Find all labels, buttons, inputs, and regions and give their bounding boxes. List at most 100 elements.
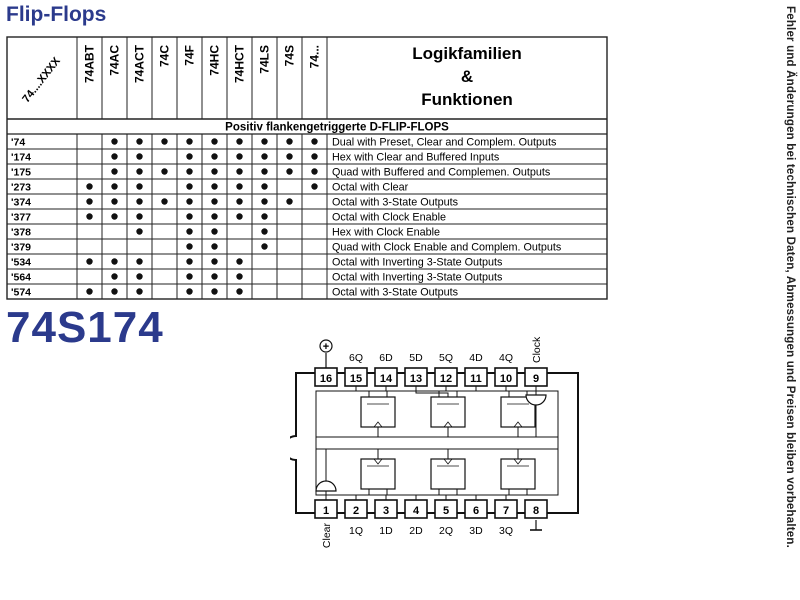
availability-dot (236, 258, 243, 265)
availability-dot (211, 243, 218, 250)
availability-dot (111, 213, 118, 220)
availability-dot (111, 183, 118, 190)
availability-dot (211, 183, 218, 190)
clock-wedge-icon (443, 458, 453, 465)
row-part-id: '564 (11, 272, 31, 284)
pin-number: 6 (473, 505, 479, 517)
availability-dot (311, 153, 318, 160)
availability-dot (186, 273, 193, 280)
pin-number: 4 (413, 505, 420, 517)
availability-dot (236, 288, 243, 295)
row-function: Octal with Inverting 3-State Outputs (332, 272, 503, 284)
clock-wedge-icon (513, 458, 523, 465)
family-column-label: 74LS (258, 45, 272, 74)
row-function: Octal with Clock Enable (332, 212, 446, 224)
availability-dot (136, 153, 143, 160)
pin-label: 5Q (439, 352, 453, 364)
availability-dot (286, 153, 293, 160)
availability-dot (236, 273, 243, 280)
availability-dot (211, 258, 218, 265)
availability-dot (236, 138, 243, 145)
availability-dot (311, 138, 318, 145)
availability-dot (111, 288, 118, 295)
row-part-id: '378 (11, 227, 31, 239)
family-column-label: 74ABT (83, 44, 97, 83)
signal-wire (316, 448, 327, 481)
signal-wire (415, 386, 449, 397)
availability-dot (161, 168, 168, 175)
header-title-line: Funktionen (421, 90, 513, 109)
row-function: Octal with Clear (332, 182, 409, 194)
availability-dot (136, 213, 143, 220)
availability-dot (136, 288, 143, 295)
row-part-id: '534 (11, 257, 31, 269)
vcc-circle (319, 339, 333, 353)
availability-dot (311, 168, 318, 175)
row-part-id: '574 (11, 287, 31, 299)
pin-label: Clock (531, 336, 543, 363)
clock-buffer-icon (525, 394, 547, 406)
pin-label: 3Q (499, 525, 513, 537)
family-column-label: 74C (158, 45, 172, 67)
availability-dot (211, 168, 218, 175)
family-column-label: 74AC (108, 45, 122, 76)
availability-dot (211, 138, 218, 145)
availability-dot (186, 198, 193, 205)
pin-label: 4Q (499, 352, 513, 364)
availability-dot (211, 153, 218, 160)
availability-dot (261, 153, 268, 160)
pin-number: 10 (500, 373, 512, 385)
row-function: Dual with Preset, Clear and Complem. Out… (332, 137, 557, 149)
row-part-id: '174 (11, 152, 31, 164)
availability-dot (111, 273, 118, 280)
disclaimer-note: Fehler und Änderungen bei technischen Da… (784, 6, 796, 548)
pin-number: 5 (443, 505, 449, 517)
signal-wire (385, 386, 388, 397)
availability-dot (86, 288, 93, 295)
signal-wire (505, 489, 528, 500)
availability-dot (261, 183, 268, 190)
family-column-label: 74HC (208, 45, 222, 76)
availability-dot (211, 228, 218, 235)
signal-wire (355, 489, 370, 500)
pin-number: 12 (440, 373, 452, 385)
vcc-symbol: + (323, 341, 329, 353)
availability-dot (186, 213, 193, 220)
part-number-heading: 74S174 (6, 303, 164, 352)
availability-dot (161, 138, 168, 145)
availability-dot (136, 198, 143, 205)
availability-dot (186, 288, 193, 295)
row-part-id: '374 (11, 197, 31, 209)
availability-dot (211, 288, 218, 295)
availability-dot (86, 213, 93, 220)
family-column-label: 74... (308, 45, 322, 68)
availability-dot (111, 168, 118, 175)
pin-box (524, 499, 548, 519)
row-function: Quad with Buffered and Complemen. Output… (332, 167, 551, 179)
pin-number: 2 (353, 505, 359, 517)
row-part-id: '379 (11, 242, 31, 254)
page-title: Flip-Flops (6, 3, 107, 26)
pin-number: 8 (533, 505, 539, 517)
table-frame (6, 36, 608, 300)
availability-dot (186, 153, 193, 160)
availability-dot (286, 168, 293, 175)
pin-label: Clear (321, 522, 333, 548)
family-column-label: 74F (183, 45, 197, 66)
availability-dot (186, 258, 193, 265)
availability-dot (136, 138, 143, 145)
ic-package-outline (290, 372, 579, 514)
row-function: Hex with Clear and Buffered Inputs (332, 152, 500, 164)
pin-number: 3 (383, 505, 389, 517)
pin-number: 16 (320, 373, 332, 385)
availability-dot (111, 153, 118, 160)
availability-dot (286, 138, 293, 145)
row-function: Hex with Clock Enable (332, 227, 440, 239)
row-function: Octal with 3-State Outputs (332, 197, 459, 209)
pin-number: 9 (533, 373, 539, 385)
pin-number: 15 (350, 373, 362, 385)
availability-dot (236, 198, 243, 205)
availability-dot (136, 228, 143, 235)
availability-dot (136, 168, 143, 175)
